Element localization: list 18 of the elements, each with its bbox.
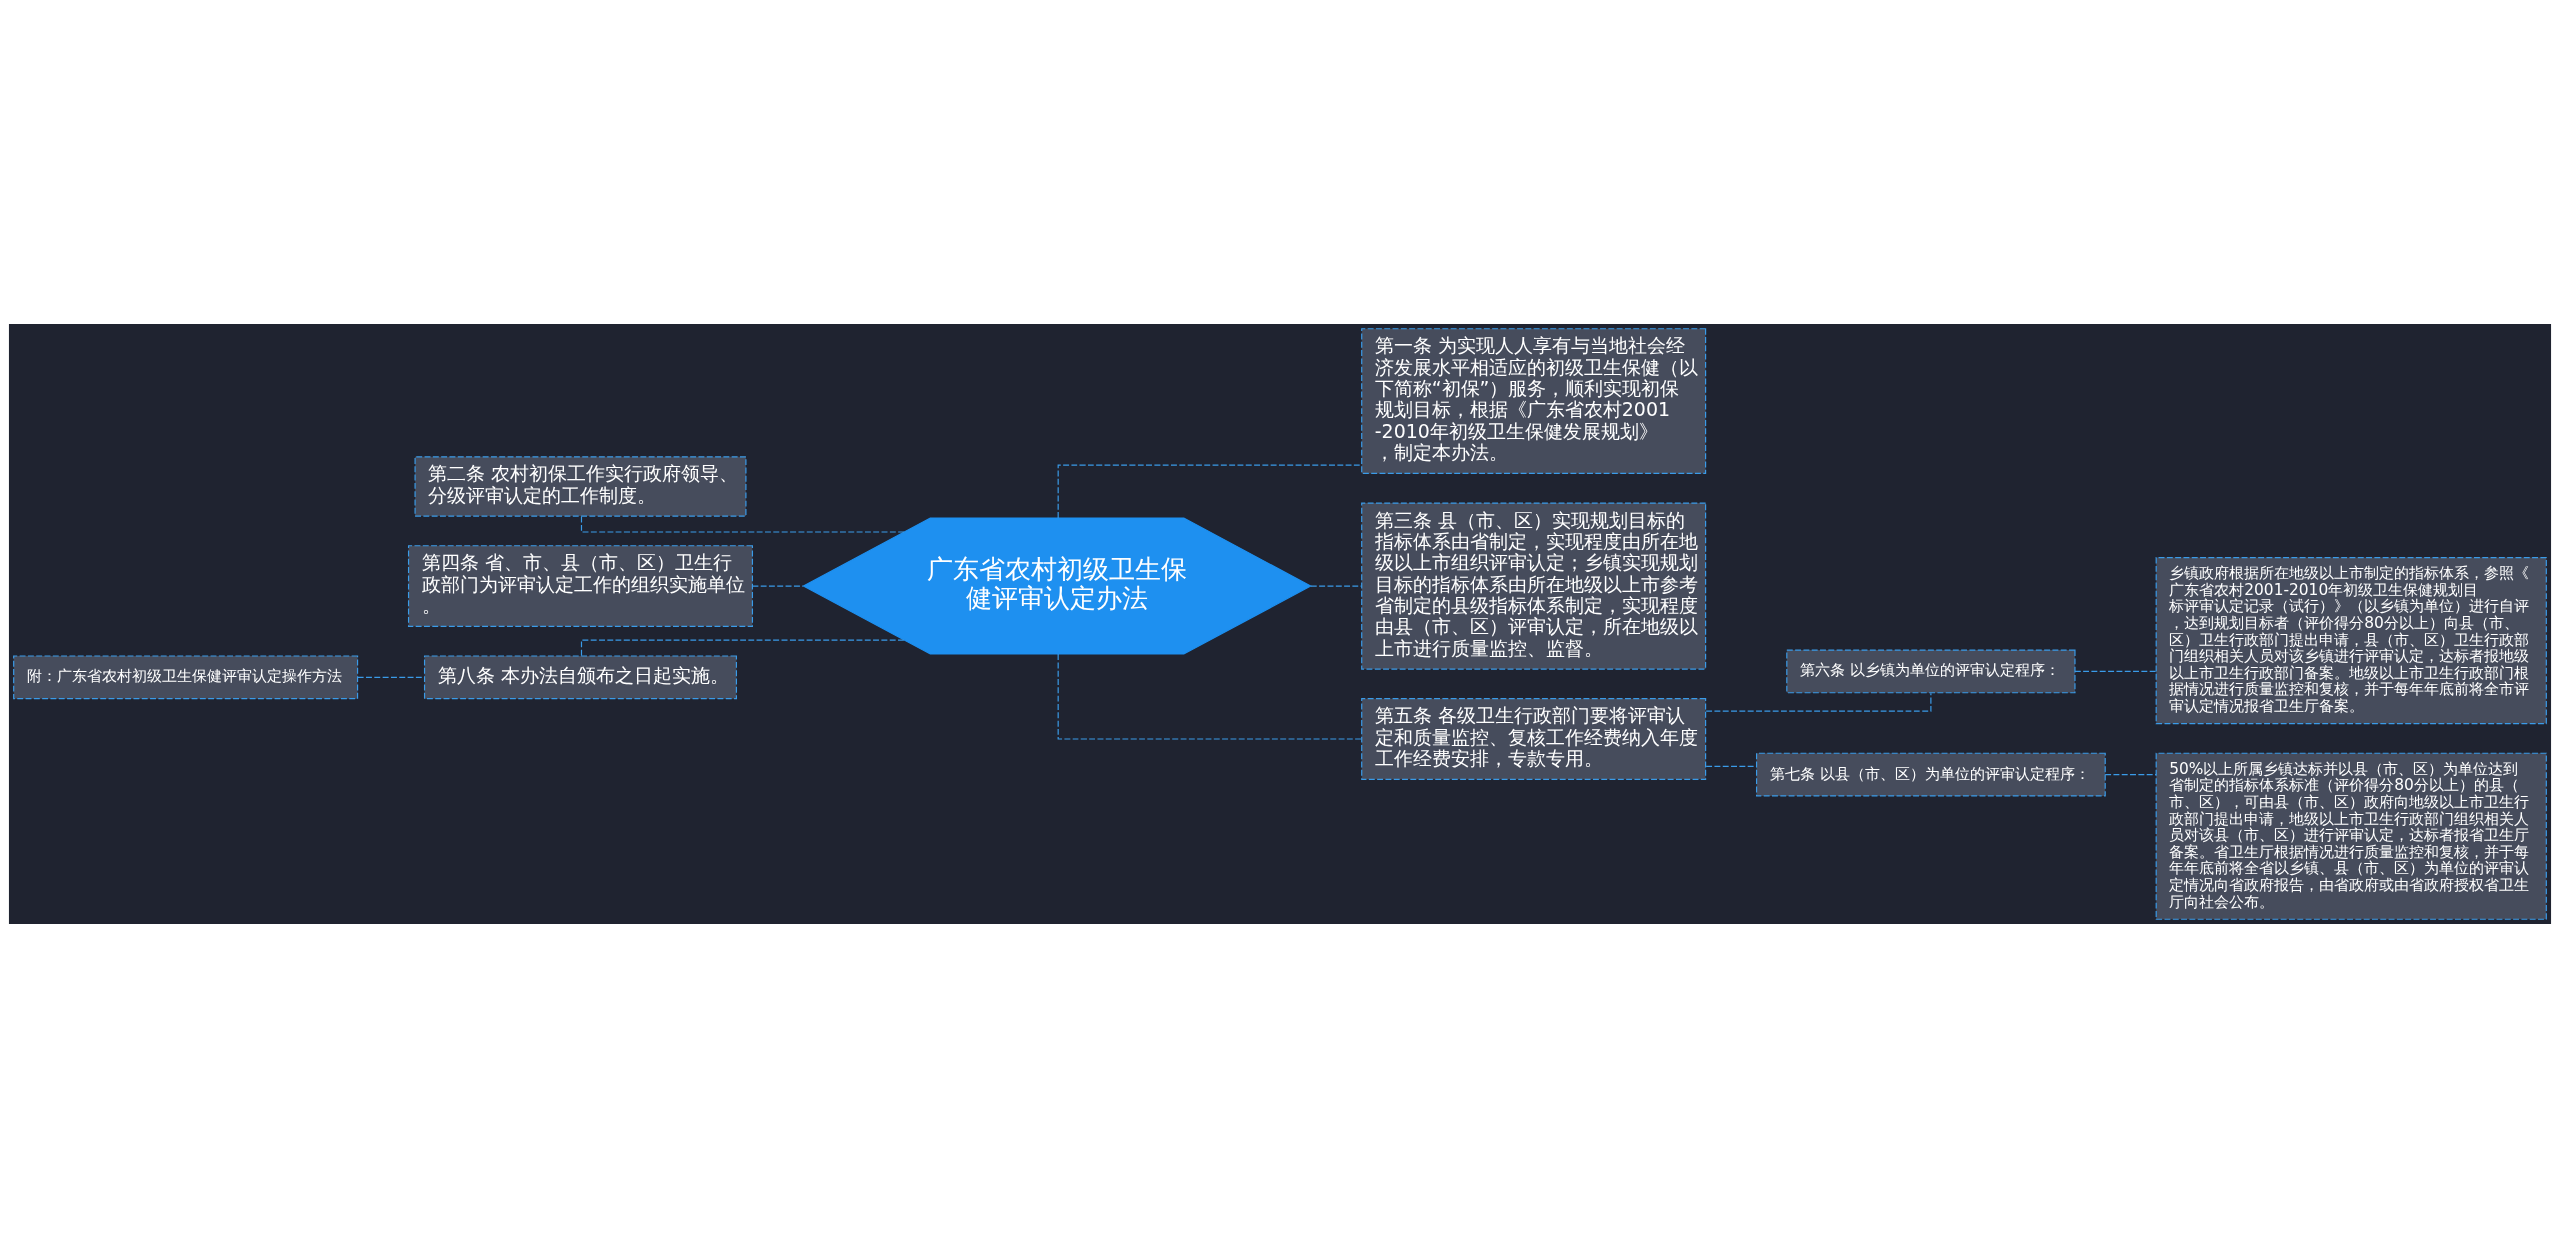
- connector: [1705, 765, 1757, 767]
- connector: [2074, 670, 2157, 672]
- node-box: 第八条 本办法自颁布之日起实施。: [423, 654, 737, 699]
- node-box: 50%以上所属乡镇达标并以县（市、区）为单位达到省制定的指标体系标准（评价得分80分以上）的县（市、区），可由县（市、区）政府向地级以上市卫生行政部门提出申请，地级以上市卫生行政部门组织相关人员对该县（市、区）进行评审认定，达标者报省卫生厅备案。省卫生厅根据情况进行质量监控和复核，并于每年年底前将全省以乡镇、县（市、区）为单位的评审认定情况向省政府报告，由省政府或由省政府授权省卫生厅向社会公布。: [2155, 752, 2547, 920]
- node-box: 第六条 以乡镇为单位的评审认定程序：: [1786, 649, 2076, 693]
- node-box: 附：广东省农村初级卫生保健评审认定操作方法: [13, 654, 359, 699]
- node-box: 第七条 以县（市、区）为单位的评审认定程序：: [1756, 752, 2106, 797]
- connector: [1310, 584, 1363, 587]
- node-box: 乡镇政府根据所在地级以上市制定的指标体系，参照《广东省农村2001-2010年初级卫生保健规划目标评审认定记录（试行）》（以乡镇为单位）进行自评，达到规划目标者（评价得分80分以上）向县（市、区）卫生行政部门提出申请，县（市、区）卫生行政部门组织相关人员对该乡镇进行评审认定，达标者报地级以上市卫生行政部门备案。地级以上市卫生行政部门根据情况进行质量监控和复核，并于每年年底前将全市评审认定情况报省卫生厅备案。: [2155, 556, 2547, 724]
- node-box: 第三条 县（市、区）实现规划目标的指标体系由省制定，实现程度由所在地级以上市组织评审认定；乡镇实现规划目标的指标体系由所在地级以上市参考省制定的县级指标体系制定，实现程度由县（市、区）评审认定，所在地级以上市进行质量监控、监督。: [1361, 501, 1707, 670]
- node-box: 第一条 为实现人人享有与当地社会经济发展水平相适应的初级卫生保健（以下简称“初保”）服务，顺利实现初保规划目标，根据《广东省农村2001-2010年初级卫生保健发展规划》，制定本办法。: [1361, 327, 1707, 474]
- connector: [2104, 773, 2157, 775]
- node-box: 第二条 农村初保工作实行政府领导、分级评审认定的工作制度。: [414, 455, 747, 517]
- node-box: 第四条 省、市、县（市、区）卫生行政部门为评审认定工作的组织实施单位。: [407, 544, 754, 627]
- connector: [751, 584, 804, 587]
- node-box: 第五条 各级卫生行政部门要将评审认定和质量监控、复核工作经费纳入年度工作经费安排，专款专用。: [1361, 697, 1707, 780]
- connector: [1057, 652, 1363, 740]
- connector: [1057, 464, 1363, 519]
